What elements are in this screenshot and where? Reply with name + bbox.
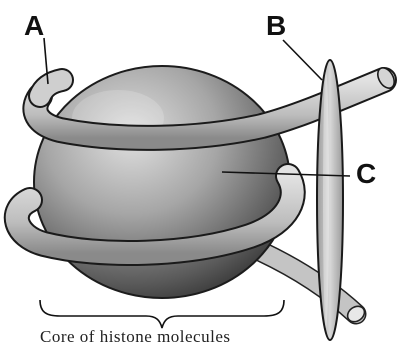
label-a: A bbox=[24, 12, 44, 40]
leader-line-b bbox=[283, 40, 322, 80]
core-brace bbox=[40, 300, 284, 328]
linker-ring bbox=[317, 60, 343, 340]
label-b: B bbox=[266, 12, 286, 40]
core-caption: Core of histone molecules bbox=[40, 327, 231, 347]
label-c: C bbox=[356, 160, 376, 188]
dna-entry-end bbox=[40, 80, 62, 96]
